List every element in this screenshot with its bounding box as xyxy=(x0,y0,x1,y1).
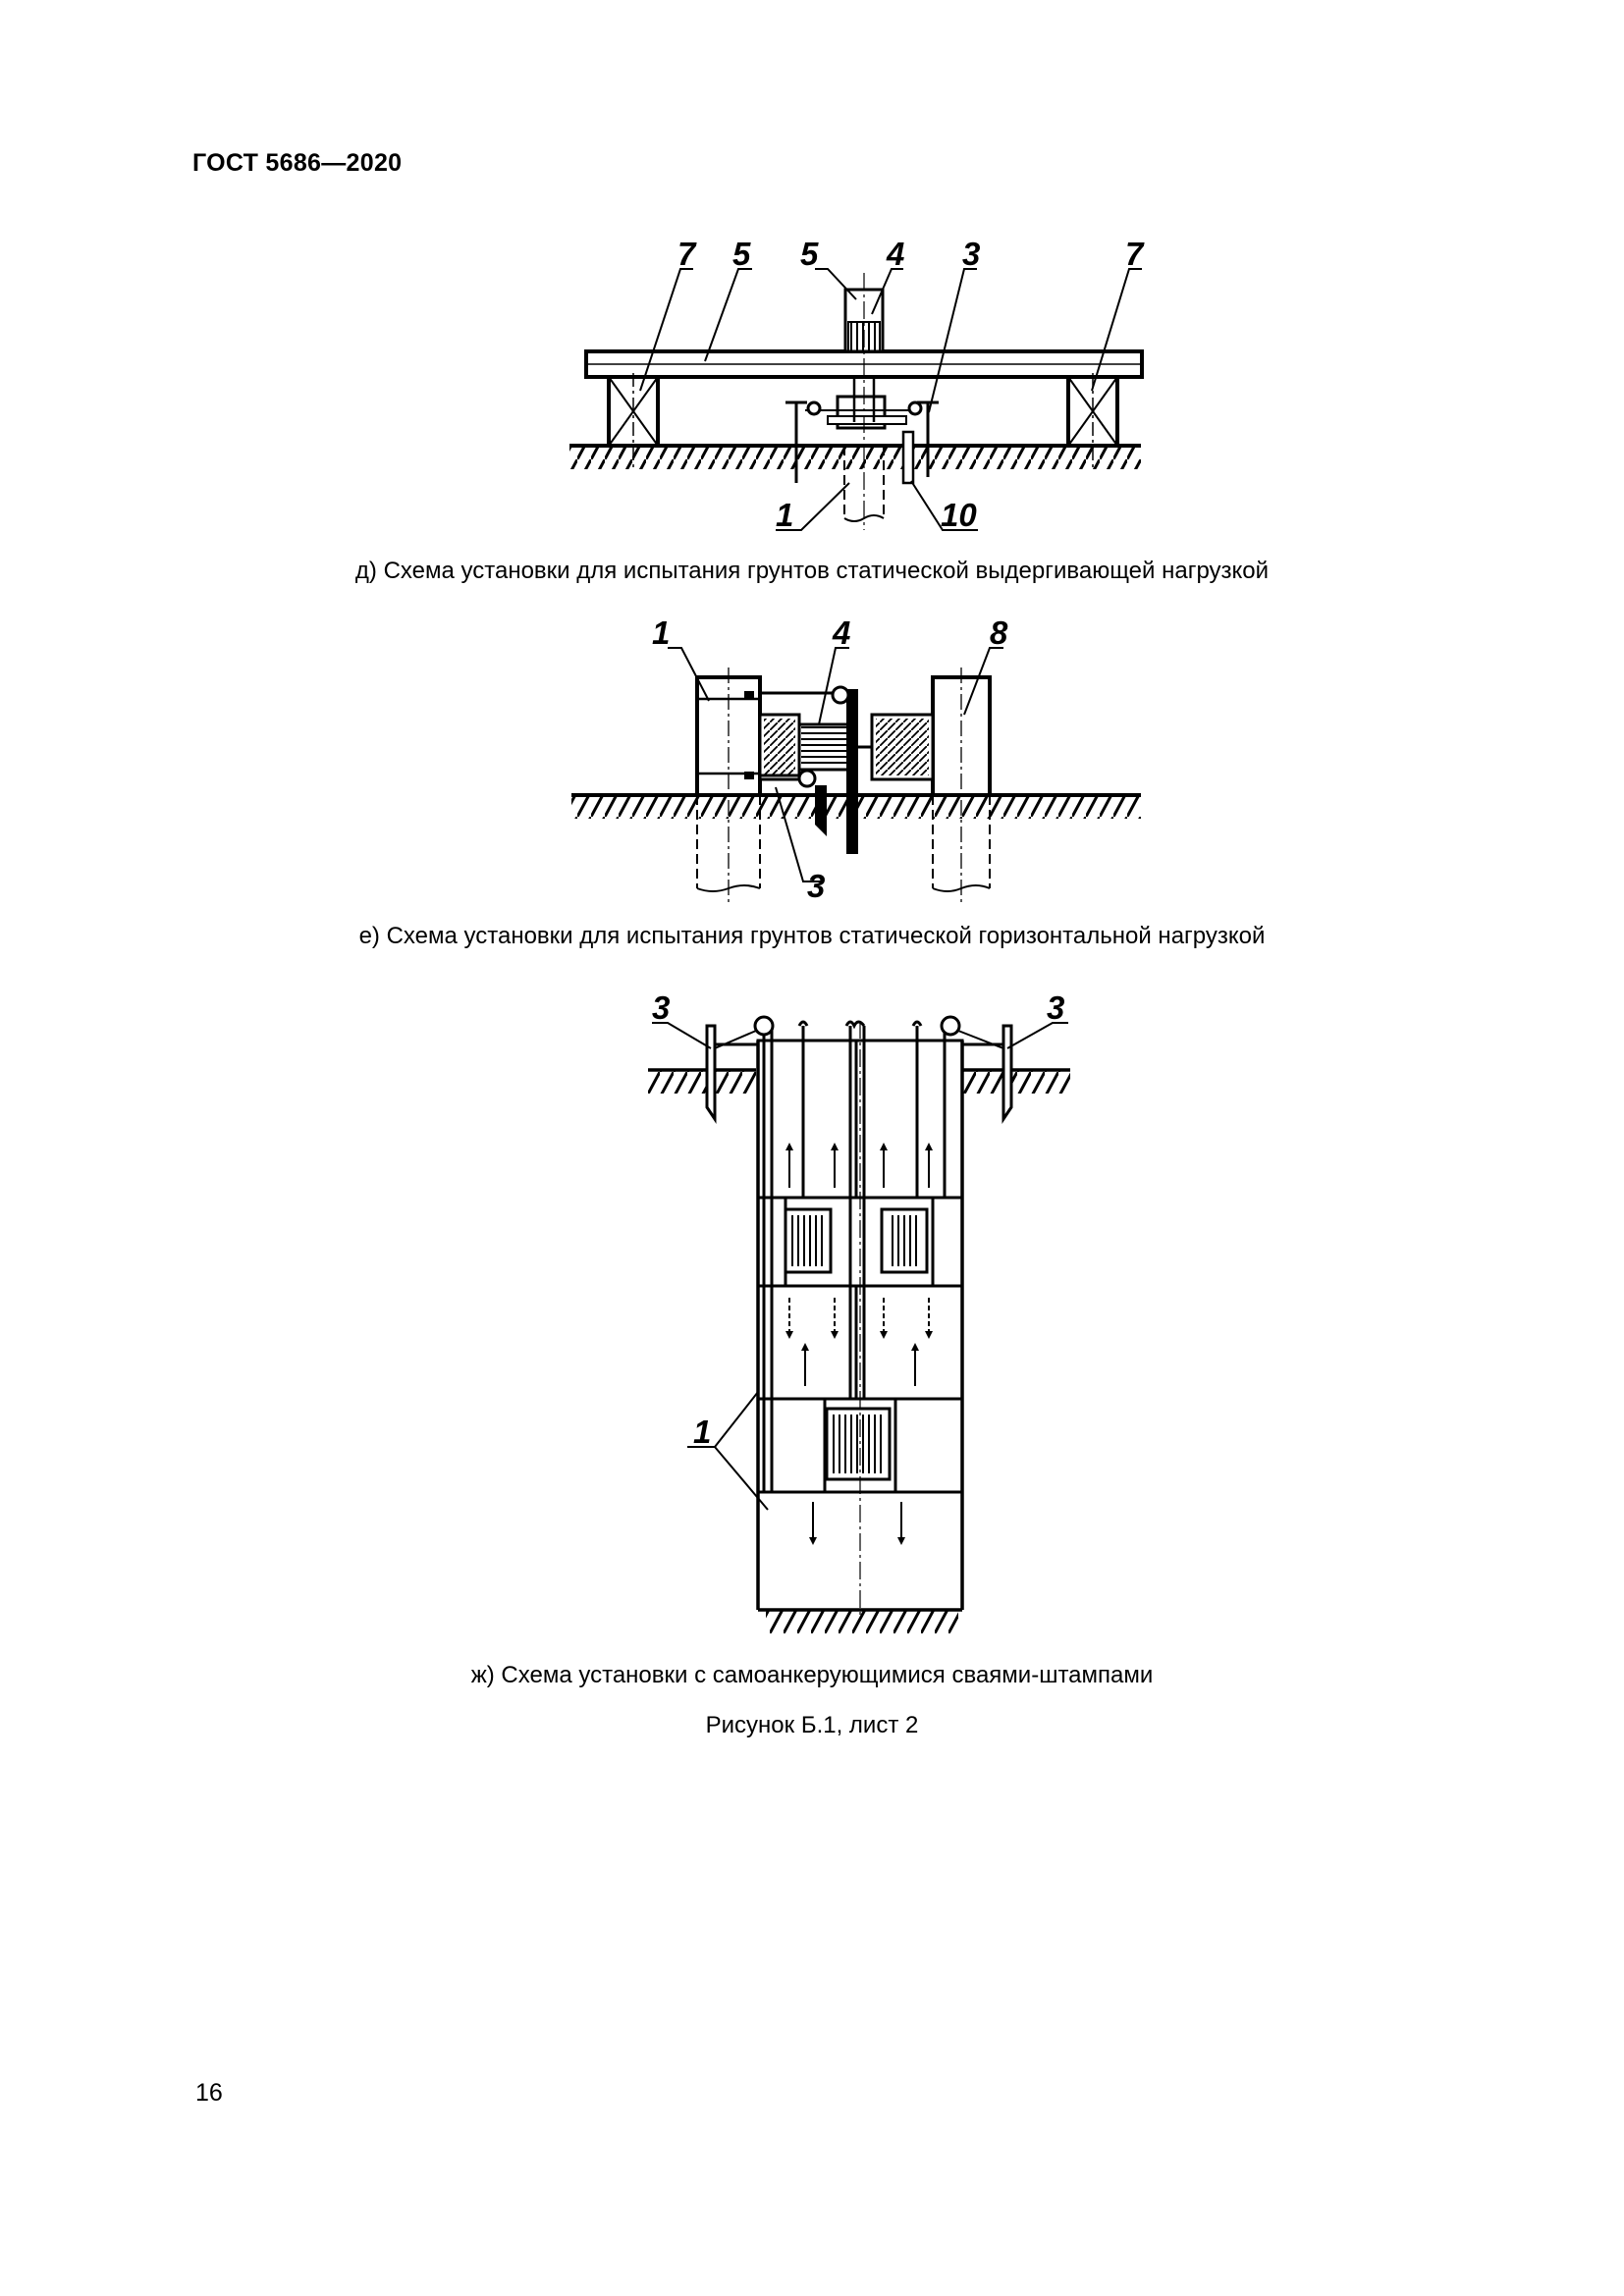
label-1: 1 xyxy=(652,614,670,651)
figure-e-diagram: 1 4 8 3 xyxy=(571,614,1141,904)
label-3-right: 3 xyxy=(1047,989,1064,1026)
figure-d-caption: д) Схема установки для испытания грунтов… xyxy=(354,558,1270,584)
label-3: 3 xyxy=(807,868,825,904)
label-4: 4 xyxy=(886,236,904,272)
label-10: 10 xyxy=(941,497,977,533)
label-3-left: 3 xyxy=(652,989,670,1026)
label-3: 3 xyxy=(962,236,980,272)
figure-d-diagram: 7 5 5 4 3 7 1 10 xyxy=(569,236,1145,533)
label-7-left: 7 xyxy=(677,236,697,272)
figure-e-caption: е) Схема установки для испытания грунтов… xyxy=(358,923,1266,949)
label-4: 4 xyxy=(832,614,850,651)
label-1: 1 xyxy=(776,497,793,533)
label-5-left: 5 xyxy=(732,236,751,272)
ground-hatch xyxy=(569,446,1141,469)
figure-title: Рисунок Б.1, лист 2 xyxy=(705,1712,919,1738)
document-header: ГОСТ 5686—2020 xyxy=(192,149,403,177)
label-1: 1 xyxy=(693,1414,711,1450)
figure-zh-caption: ж) Схема установки с самоанкерующимися с… xyxy=(470,1662,1154,1688)
label-5-right: 5 xyxy=(800,236,819,272)
label-7-right: 7 xyxy=(1125,236,1145,272)
figure-zh-diagram: 3 3 1 xyxy=(648,989,1070,1633)
reference-beam xyxy=(846,689,858,854)
label-8: 8 xyxy=(990,614,1008,651)
page-number: 16 xyxy=(195,2079,223,2107)
